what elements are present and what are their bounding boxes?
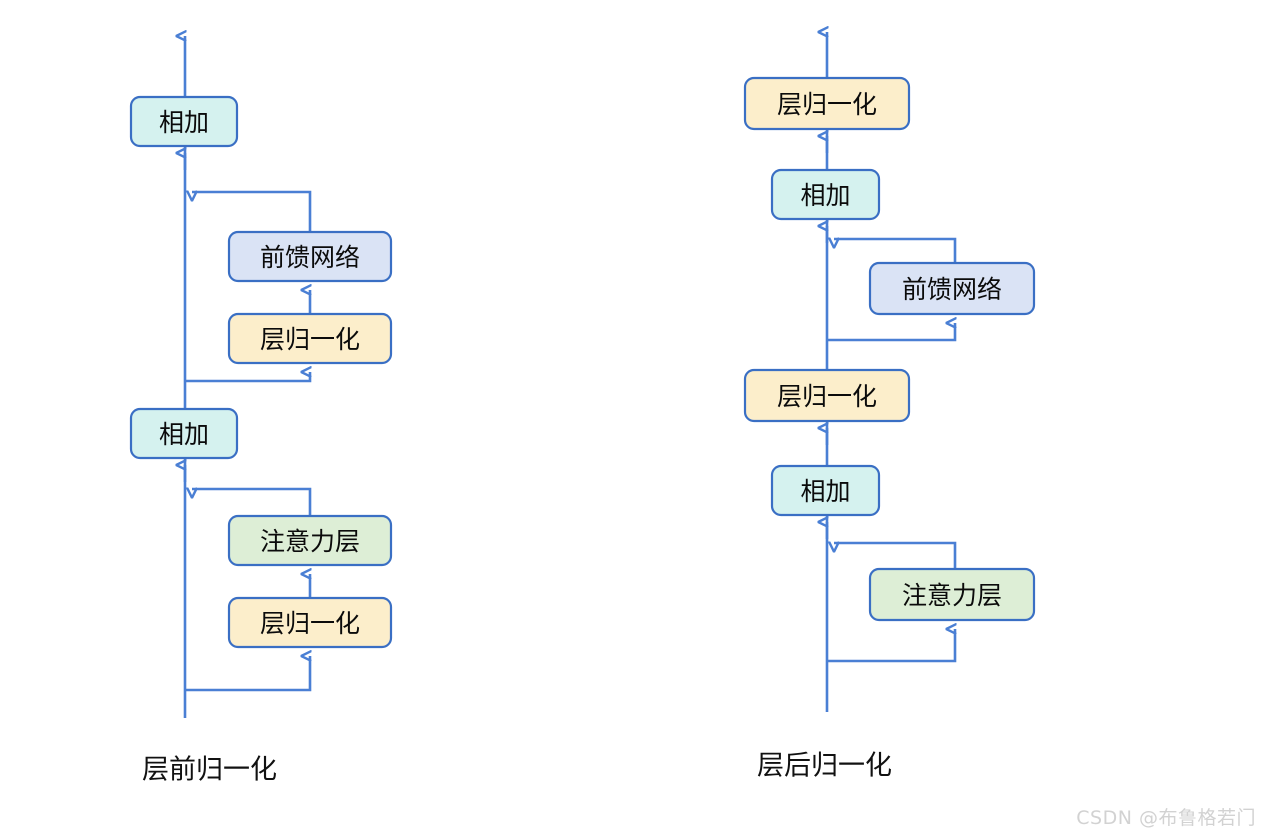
- post-layer-norm-node-attention[interactable]: 注意力层: [868, 567, 1036, 622]
- post-layer-norm-feed-forward-label: 前馈网络: [902, 275, 1002, 304]
- post-layer-norm-layer-norm-top-label: 层归一化: [777, 90, 877, 119]
- post-layer-norm-add-upper-box[interactable]: [770, 168, 881, 221]
- post-layer-norm-layer-norm-top-box[interactable]: [743, 76, 911, 131]
- post-layer-norm-add-lower-box[interactable]: [770, 464, 881, 517]
- pre-layer-norm-lower-branch-in: [185, 656, 310, 692]
- pre-layer-norm-node-add-top[interactable]: 相加: [129, 95, 239, 148]
- post-layer-norm-lower-merge: [834, 543, 957, 569]
- pre-layer-norm-attention-label: 注意力层: [260, 527, 360, 556]
- post-layer-norm-lower-branch-in: [827, 629, 955, 663]
- post-layer-norm-node-add-upper[interactable]: 相加: [770, 168, 881, 221]
- pre-layer-norm-attention-box[interactable]: [227, 514, 393, 567]
- pre-layer-norm-node-layer-norm-upper[interactable]: 层归一化: [227, 312, 393, 365]
- pre-layer-norm-feed-forward-label: 前馈网络: [260, 243, 360, 272]
- pre-layer-norm-upper-merge: [192, 192, 312, 232]
- pre-layer-norm-add-top-box[interactable]: [129, 95, 239, 148]
- pre-layer-norm-node-layer-norm-lower[interactable]: 层归一化: [227, 596, 393, 649]
- post-layer-norm-add-lower-label: 相加: [800, 477, 850, 506]
- watermark: CSDN @布鲁格若门: [1076, 807, 1256, 829]
- post-layer-norm-caption: 层后归一化: [757, 751, 892, 782]
- pre-layer-norm-upper-branch-in: [185, 372, 310, 383]
- post-layer-norm-layer-norm-middle-label: 层归一化: [777, 382, 877, 411]
- post-layer-norm-node-layer-norm-middle[interactable]: 层归一化: [743, 368, 911, 423]
- post-layer-norm-feed-forward-box[interactable]: [868, 261, 1036, 316]
- post-layer-norm-node-add-lower[interactable]: 相加: [770, 464, 881, 517]
- pre-layer-norm-node-feed-forward[interactable]: 前馈网络: [227, 230, 393, 283]
- pre-layer-norm-add-lower-label: 相加: [159, 420, 209, 449]
- pre-layer-norm-caption: 层前归一化: [142, 755, 277, 786]
- pre-layer-norm-lower-merge: [192, 489, 312, 516]
- post-layer-norm-attention-box[interactable]: [868, 567, 1036, 622]
- pre-layer-norm-add-lower-box[interactable]: [129, 407, 239, 460]
- pre-layer-norm-add-top-label: 相加: [159, 108, 209, 137]
- edges-layer: [185, 32, 955, 718]
- post-layer-norm-upper-merge: [834, 239, 957, 263]
- post-layer-norm-node-layer-norm-top[interactable]: 层归一化: [743, 76, 911, 131]
- post-layer-norm-node-feed-forward[interactable]: 前馈网络: [868, 261, 1036, 316]
- pre-layer-norm-feed-forward-box[interactable]: [227, 230, 393, 283]
- pre-layer-norm-layer-norm-lower-box[interactable]: [227, 596, 393, 649]
- post-layer-norm-upper-branch-in: [827, 323, 955, 342]
- post-layer-norm-attention-label: 注意力层: [902, 581, 1002, 610]
- captions-layer: 层前归一化 层后归一化: [142, 751, 892, 786]
- post-layer-norm-add-upper-label: 相加: [800, 181, 850, 210]
- post-layer-norm-layer-norm-middle-box[interactable]: [743, 368, 911, 423]
- pre-layer-norm-node-attention[interactable]: 注意力层: [227, 514, 393, 567]
- pre-layer-norm-node-add-lower[interactable]: 相加: [129, 407, 239, 460]
- pre-layer-norm-layer-norm-upper-label: 层归一化: [260, 325, 360, 354]
- pre-layer-norm-layer-norm-upper-box[interactable]: [227, 312, 393, 365]
- pre-layer-norm-layer-norm-lower-label: 层归一化: [260, 609, 360, 638]
